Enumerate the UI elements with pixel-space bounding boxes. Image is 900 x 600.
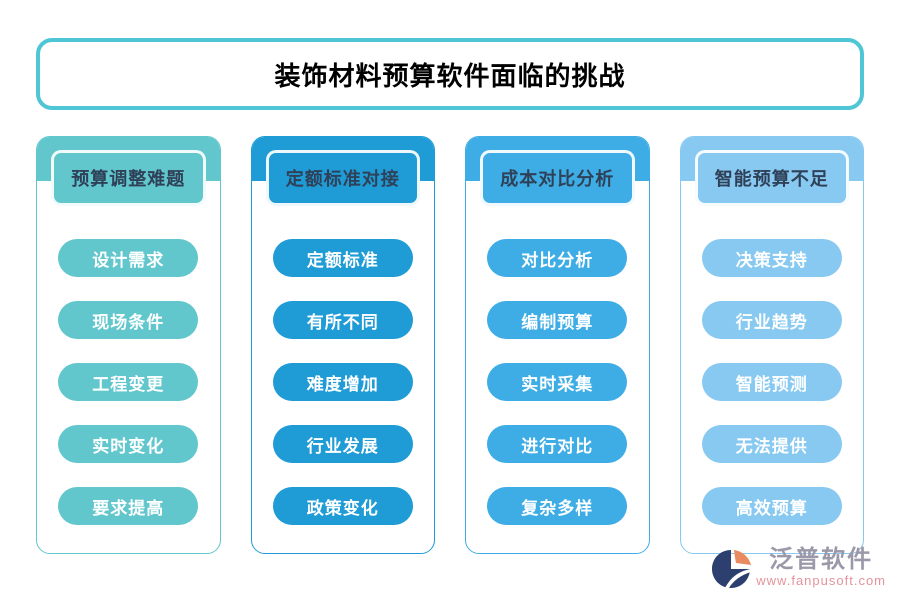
column-card-budget-adjustment: 预算调整难题 设计需求 现场条件 工程变更 实时变化 要求提高 bbox=[36, 136, 221, 554]
list-item: 无法提供 bbox=[701, 425, 842, 463]
pill-list: 决策支持 行业趋势 智能预测 无法提供 高效预算 bbox=[681, 239, 864, 525]
pill-list: 对比分析 编制预算 实时采集 进行对比 复杂多样 bbox=[466, 239, 649, 525]
fanpu-logo-icon bbox=[711, 549, 753, 594]
list-item: 设计需求 bbox=[58, 239, 199, 277]
list-item: 决策支持 bbox=[701, 239, 842, 277]
list-item: 进行对比 bbox=[487, 425, 628, 463]
column-card-quota-standard: 定额标准对接 定额标准 有所不同 难度增加 行业发展 政策变化 bbox=[250, 136, 435, 554]
vendor-watermark: 泛普软件 www.fanpusoft.com bbox=[711, 547, 886, 594]
column-header: 智能预算不足 bbox=[694, 150, 849, 206]
list-item: 难度增加 bbox=[272, 363, 413, 401]
challenge-columns: 预算调整难题 设计需求 现场条件 工程变更 实时变化 要求提高 定额标准对接 定… bbox=[36, 136, 864, 554]
column-header: 定额标准对接 bbox=[265, 150, 420, 206]
watermark-text-block: 泛普软件 www.fanpusoft.com bbox=[756, 546, 886, 589]
pill-list: 定额标准 有所不同 难度增加 行业发展 政策变化 bbox=[252, 239, 435, 525]
watermark-brand: 泛普软件 bbox=[769, 546, 874, 573]
list-item: 实时采集 bbox=[487, 363, 628, 401]
column-card-cost-comparison: 成本对比分析 对比分析 编制预算 实时采集 进行对比 复杂多样 bbox=[465, 136, 650, 554]
list-item: 高效预算 bbox=[701, 487, 842, 525]
watermark-url: www.fanpusoft.com bbox=[756, 573, 886, 588]
list-item: 行业趋势 bbox=[701, 301, 842, 339]
list-item: 政策变化 bbox=[272, 487, 413, 525]
column-header: 预算调整难题 bbox=[51, 150, 206, 206]
list-item: 定额标准 bbox=[272, 239, 413, 277]
column-header: 成本对比分析 bbox=[480, 150, 635, 206]
page-title: 装饰材料预算软件面临的挑战 bbox=[274, 60, 626, 91]
list-item: 工程变更 bbox=[58, 363, 199, 401]
list-item: 复杂多样 bbox=[487, 487, 628, 525]
pill-list: 设计需求 现场条件 工程变更 实时变化 要求提高 bbox=[37, 239, 220, 525]
list-item: 要求提高 bbox=[58, 487, 199, 525]
diagram-title-box: 装饰材料预算软件面临的挑战 bbox=[36, 38, 864, 110]
list-item: 对比分析 bbox=[487, 239, 628, 277]
list-item: 实时变化 bbox=[58, 425, 199, 463]
list-item: 编制预算 bbox=[487, 301, 628, 339]
list-item: 现场条件 bbox=[58, 301, 199, 339]
list-item: 行业发展 bbox=[272, 425, 413, 463]
list-item: 智能预测 bbox=[701, 363, 842, 401]
list-item: 有所不同 bbox=[272, 301, 413, 339]
column-card-smart-budget: 智能预算不足 决策支持 行业趋势 智能预测 无法提供 高效预算 bbox=[679, 136, 864, 554]
